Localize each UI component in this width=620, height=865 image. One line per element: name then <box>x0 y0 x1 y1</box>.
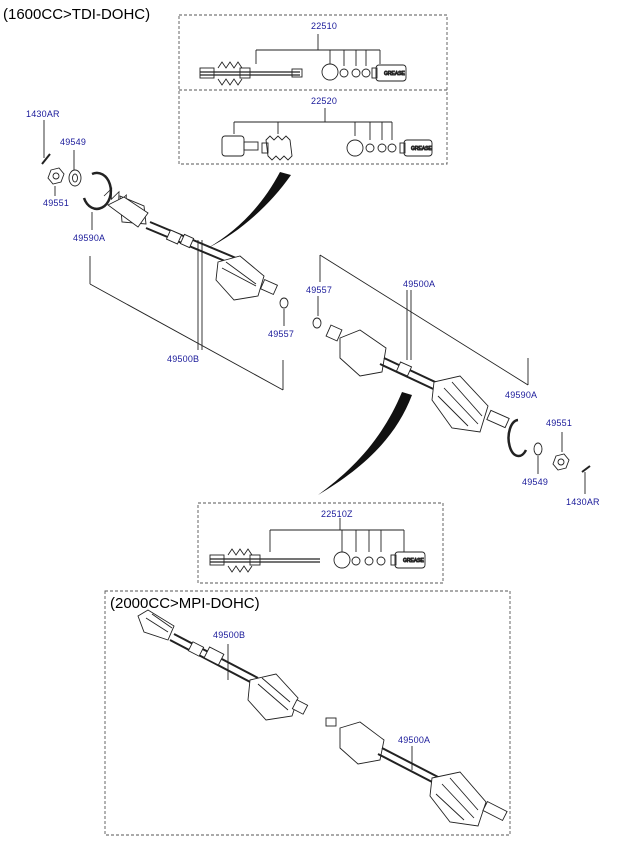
label-49551-left[interactable]: 49551 <box>43 198 70 208</box>
mpi-right-driveshaft <box>325 717 508 827</box>
arrow-lower <box>318 392 412 495</box>
grease-tube-label-3: GREASE <box>403 558 425 564</box>
heading-mpi: (2000CC>MPI-DOHC) <box>110 595 260 612</box>
heading-tdi: (1600CC>TDI-DOHC) <box>3 6 151 23</box>
kit-box-22510z <box>197 502 444 584</box>
label-49557-left[interactable]: 49557 <box>268 329 295 339</box>
grease-tube-label-2: GREASE <box>411 146 433 152</box>
grease-tube-label: GREASE <box>384 71 406 77</box>
mpi-left-driveshaft <box>137 609 309 721</box>
label-49590a-right[interactable]: 49590A <box>505 390 538 400</box>
label-49551-right[interactable]: 49551 <box>546 418 573 428</box>
label-49500b[interactable]: 49500B <box>167 354 200 364</box>
label-49500a-mpi[interactable]: 49500A <box>398 735 431 745</box>
label-49557-right[interactable]: 49557 <box>306 285 333 295</box>
kit-box-tdi <box>178 14 448 165</box>
label-49500b-mpi[interactable]: 49500B <box>213 630 246 640</box>
right-driveshaft <box>312 317 591 494</box>
label-22520[interactable]: 22520 <box>311 96 338 106</box>
left-bracket <box>89 240 284 391</box>
label-49549-right[interactable]: 49549 <box>522 477 549 487</box>
label-22510[interactable]: 22510 <box>311 21 338 31</box>
label-1430ar-right[interactable]: 1430AR <box>566 497 600 507</box>
label-22510z[interactable]: 22510Z <box>321 509 353 519</box>
label-1430ar-left[interactable]: 1430AR <box>26 109 60 119</box>
label-49590a-left[interactable]: 49590A <box>73 233 106 243</box>
left-driveshaft <box>103 186 289 326</box>
kit-22520-parts: GREASE <box>221 108 433 161</box>
label-49500a[interactable]: 49500A <box>403 279 436 289</box>
mpi-section-box <box>104 590 511 836</box>
label-49549-left[interactable]: 49549 <box>60 137 87 147</box>
right-bracket <box>317 254 529 386</box>
arrow-upper <box>208 172 291 248</box>
left-hardware <box>41 120 113 230</box>
kit-22510-parts: GREASE <box>199 34 407 86</box>
kit-22510z-parts: GREASE <box>209 518 426 573</box>
